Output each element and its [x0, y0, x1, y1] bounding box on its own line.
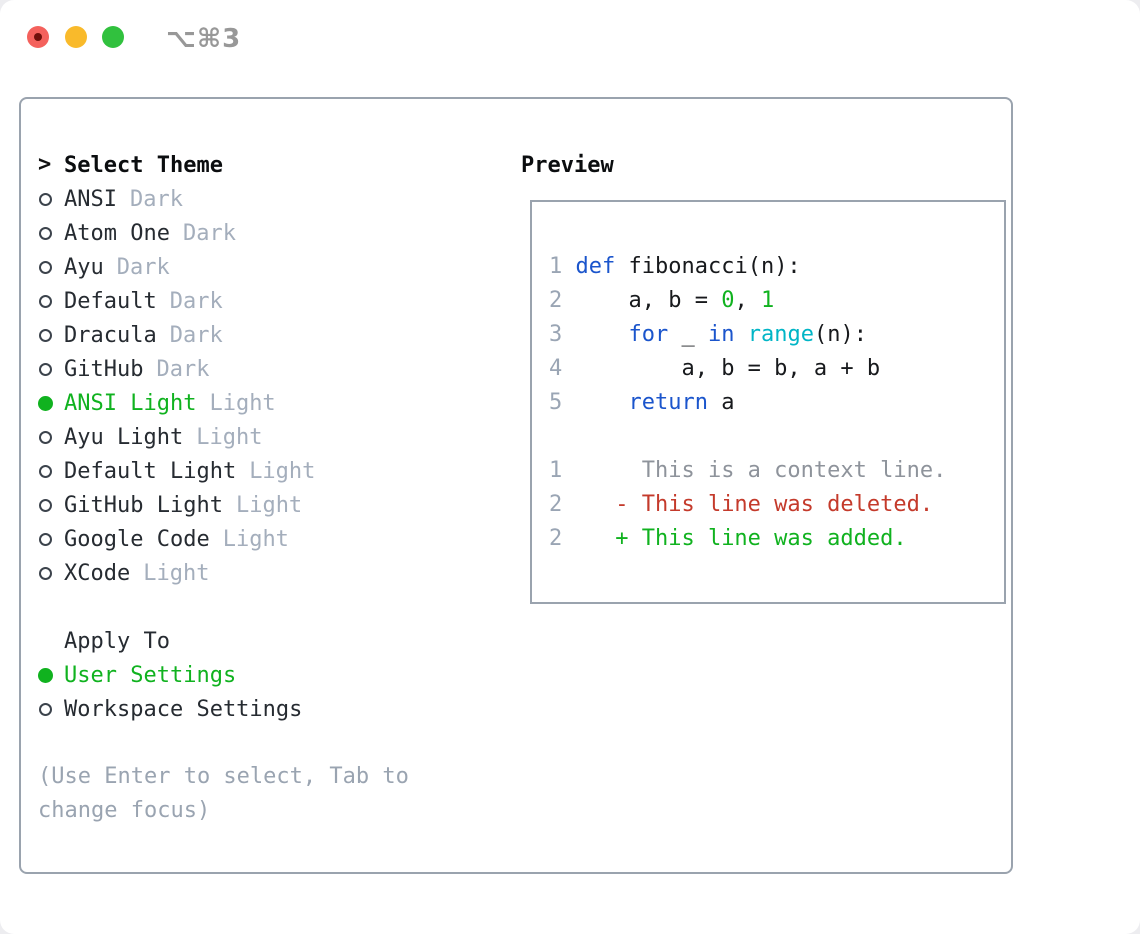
radio-icon: [38, 532, 64, 546]
theme-option-google-code[interactable]: Google Code Light: [38, 522, 478, 556]
theme-option-github[interactable]: GitHub Dark: [38, 352, 478, 386]
code-line: 3 for _ in range(n):: [549, 322, 867, 347]
theme-variant-badge: Dark: [116, 254, 170, 280]
theme-variant-badge: Light: [222, 526, 289, 552]
theme-option-dracula[interactable]: Dracula Dark: [38, 318, 478, 352]
code-line: 2 + This line was added.: [549, 526, 907, 551]
theme-option-label: ANSI Light: [64, 390, 197, 416]
close-button[interactable]: [27, 26, 49, 48]
zoom-button[interactable]: [102, 26, 124, 48]
theme-option-xcode[interactable]: XCode Light: [38, 556, 478, 590]
theme-option-ayu-light[interactable]: Ayu Light Light: [38, 420, 478, 454]
radio-icon: [38, 430, 64, 444]
theme-option-label: Ayu Light: [64, 424, 184, 450]
radio-icon: [38, 566, 64, 580]
select-theme-header: > Select Theme: [38, 148, 478, 182]
radio-icon: [38, 226, 64, 240]
line-number: 5: [549, 390, 563, 415]
selected-radio-icon: [38, 667, 64, 683]
theme-option-label: Default Light: [64, 458, 237, 484]
theme-option-label: Google Code: [64, 526, 210, 552]
theme-variant-badge: Dark: [169, 322, 223, 348]
theme-variant-badge: Dark: [169, 288, 223, 314]
apply-to-option-label: User Settings: [64, 662, 237, 688]
code-line: 1 This is a context line.: [549, 458, 947, 483]
theme-option-ayu[interactable]: Ayu Dark: [38, 250, 478, 284]
apply-to-label: Apply To: [64, 628, 170, 654]
radio-icon: [38, 498, 64, 512]
theme-variant-badge: Dark: [129, 186, 183, 212]
theme-option-atom-one[interactable]: Atom One Dark: [38, 216, 478, 250]
theme-option-ansi-light[interactable]: ANSI Light Light: [38, 386, 478, 420]
theme-variant-badge: Light: [196, 424, 263, 450]
radio-icon: [38, 192, 64, 206]
theme-option-ansi[interactable]: ANSI Dark: [38, 182, 478, 216]
radio-icon: [38, 702, 64, 716]
theme-option-label: Dracula: [64, 322, 157, 348]
theme-option-default-light[interactable]: Default Light Light: [38, 454, 478, 488]
apply-to-option-user-settings[interactable]: User Settings: [38, 658, 478, 692]
apply-to-option-workspace-settings[interactable]: Workspace Settings: [38, 692, 478, 726]
code-line: 2 - This line was deleted.: [549, 492, 934, 517]
theme-option-default[interactable]: Default Dark: [38, 284, 478, 318]
theme-option-label: ANSI: [64, 186, 117, 212]
radio-icon: [38, 294, 64, 308]
hint-line: (Use Enter to select, Tab to: [38, 764, 409, 789]
radio-icon: [38, 260, 64, 274]
theme-variant-badge: Light: [143, 560, 210, 586]
spacer: [38, 590, 478, 624]
line-number: 2: [549, 492, 563, 517]
line-number: 2: [549, 288, 563, 313]
code-line: [549, 420, 1004, 454]
window-title: ⌥⌘3: [166, 24, 242, 54]
code-line: 5 return a: [549, 390, 735, 415]
theme-option-github-light[interactable]: GitHub Light Light: [38, 488, 478, 522]
spacer: [38, 726, 478, 760]
keyboard-hint: (Use Enter to select, Tab to change focus…: [38, 760, 478, 828]
theme-variant-badge: Dark: [182, 220, 236, 246]
line-number: 3: [549, 322, 563, 347]
theme-variant-badge: Light: [249, 458, 316, 484]
theme-option-label: XCode: [64, 560, 131, 586]
code-line: 4 a, b = b, a + b: [549, 356, 881, 381]
radio-icon: [38, 328, 64, 342]
hint-line: change focus): [38, 798, 211, 823]
code-preview-box: 1 def fibonacci(n): 2 a, b = 0, 1 3 for _ …: [530, 200, 1006, 604]
titlebar: ⌥⌘3: [0, 0, 1140, 76]
theme-variant-badge: Dark: [156, 356, 210, 382]
line-number: 2: [549, 526, 563, 551]
theme-variant-badge: Light: [209, 390, 276, 416]
select-theme-label: Select Theme: [64, 152, 223, 178]
theme-option-label: Default: [64, 288, 157, 314]
theme-option-label: GitHub: [64, 356, 144, 382]
preview-label: Preview: [521, 152, 614, 178]
selection-cursor: >: [38, 152, 52, 177]
theme-option-label: Ayu: [64, 254, 104, 280]
radio-icon: [38, 362, 64, 376]
line-number: 1: [549, 458, 563, 483]
preview-column: Preview 1 def fibonacci(n): 2 a, b = 0, 1…: [502, 148, 1006, 604]
code-line: 1 def fibonacci(n):: [549, 254, 801, 279]
minimize-button[interactable]: [65, 26, 87, 48]
theme-variant-badge: Light: [235, 492, 303, 518]
theme-option-label: GitHub Light: [64, 492, 223, 518]
apply-to-option-label: Workspace Settings: [64, 696, 303, 722]
code-line: 2 a, b = 0, 1: [549, 288, 775, 313]
theme-option-label: Atom One: [64, 220, 170, 246]
line-number: 4: [549, 356, 563, 381]
selected-radio-icon: [38, 395, 64, 411]
line-number: 1: [549, 254, 563, 279]
radio-icon: [38, 464, 64, 478]
apply-to-header: Apply To: [38, 624, 478, 658]
